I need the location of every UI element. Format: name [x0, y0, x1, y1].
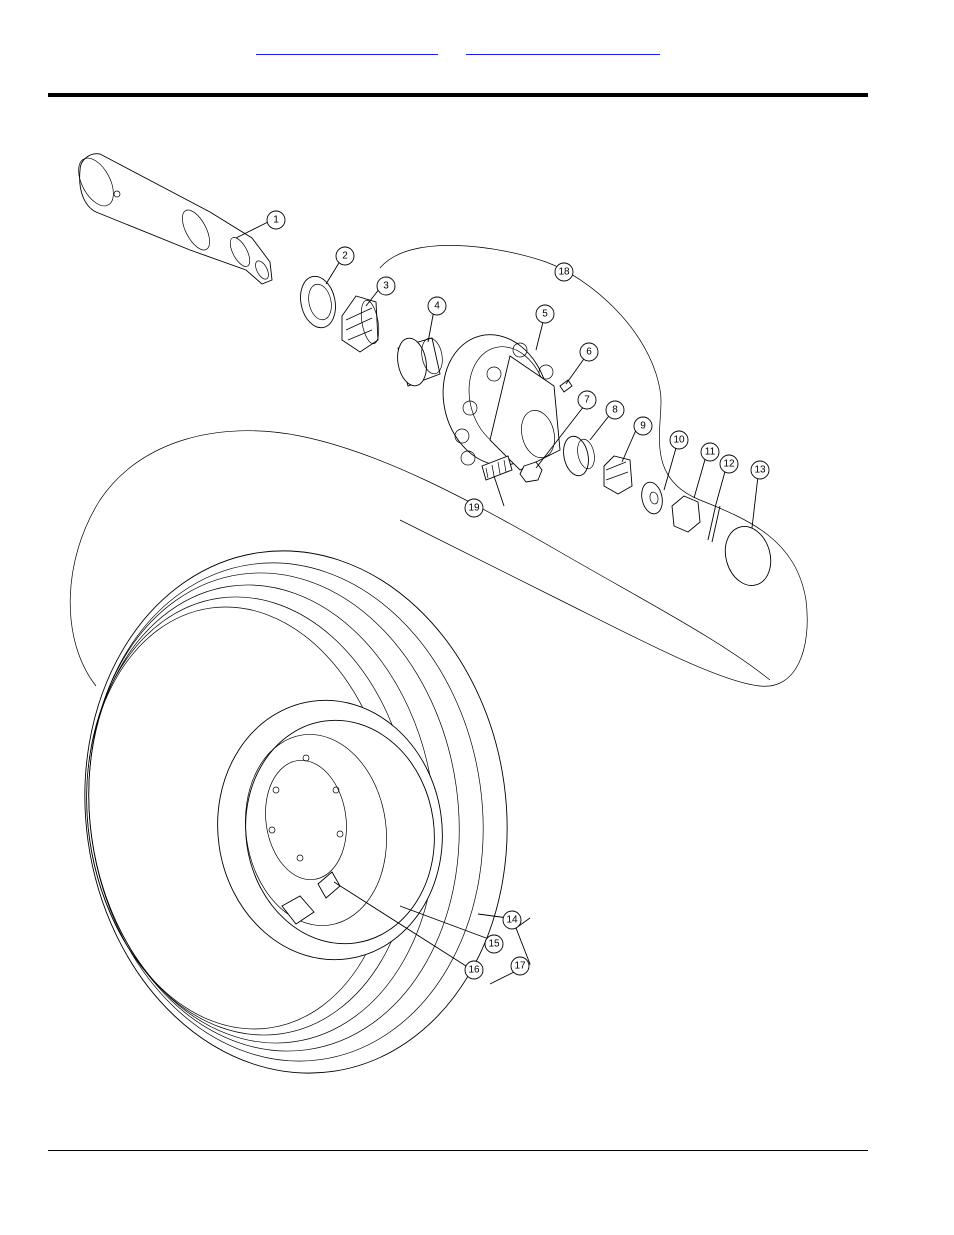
callout-16: 16 — [465, 961, 483, 979]
svg-text:5: 5 — [542, 309, 548, 320]
svg-text:18: 18 — [558, 267, 570, 278]
callout-14: 14 — [503, 911, 521, 929]
header-link-left[interactable] — [256, 38, 438, 55]
svg-text:12: 12 — [723, 459, 735, 470]
callout-1: 1 — [267, 211, 285, 229]
svg-text:3: 3 — [383, 281, 389, 292]
callout-13: 13 — [751, 461, 769, 479]
header-rule — [48, 93, 868, 97]
callout-3: 3 — [377, 277, 395, 295]
svg-text:6: 6 — [586, 347, 592, 358]
callout-10: 10 — [670, 431, 688, 449]
svg-text:7: 7 — [584, 395, 590, 406]
svg-text:16: 16 — [468, 965, 480, 976]
callout-19: 19 — [465, 499, 483, 517]
callout-2: 2 — [336, 247, 354, 265]
svg-text:11: 11 — [705, 447, 716, 458]
callout-17: 17 — [511, 957, 529, 975]
svg-text:9: 9 — [640, 421, 646, 432]
callout-8: 8 — [606, 401, 624, 419]
svg-text:14: 14 — [506, 915, 518, 926]
callout-9: 9 — [634, 417, 652, 435]
header-link-right[interactable] — [466, 38, 660, 55]
callout-4: 4 — [428, 297, 446, 315]
svg-text:4: 4 — [434, 301, 440, 312]
callout-11: 11 — [701, 443, 719, 461]
callout-12: 12 — [720, 455, 738, 473]
svg-text:17: 17 — [514, 961, 526, 972]
outer-bearing-cone-part — [604, 456, 632, 494]
svg-text:13: 13 — [754, 465, 766, 476]
callout-6: 6 — [580, 343, 598, 361]
callout-15: 15 — [485, 935, 503, 953]
svg-text:15: 15 — [488, 939, 500, 950]
footer-rule — [48, 1150, 868, 1151]
svg-text:1: 1 — [273, 215, 279, 226]
callout-18: 18 — [555, 263, 573, 281]
svg-text:2: 2 — [342, 251, 348, 262]
svg-text:8: 8 — [612, 405, 618, 416]
svg-text:19: 19 — [468, 503, 480, 514]
wheel-hub-exploded-diagram: 1 2 3 4 5 6 7 8 9 10 11 12 13 14 15 16 1… — [60, 142, 816, 1076]
svg-text:10: 10 — [673, 435, 685, 446]
callout-7: 7 — [578, 391, 596, 409]
callout-5: 5 — [536, 305, 554, 323]
